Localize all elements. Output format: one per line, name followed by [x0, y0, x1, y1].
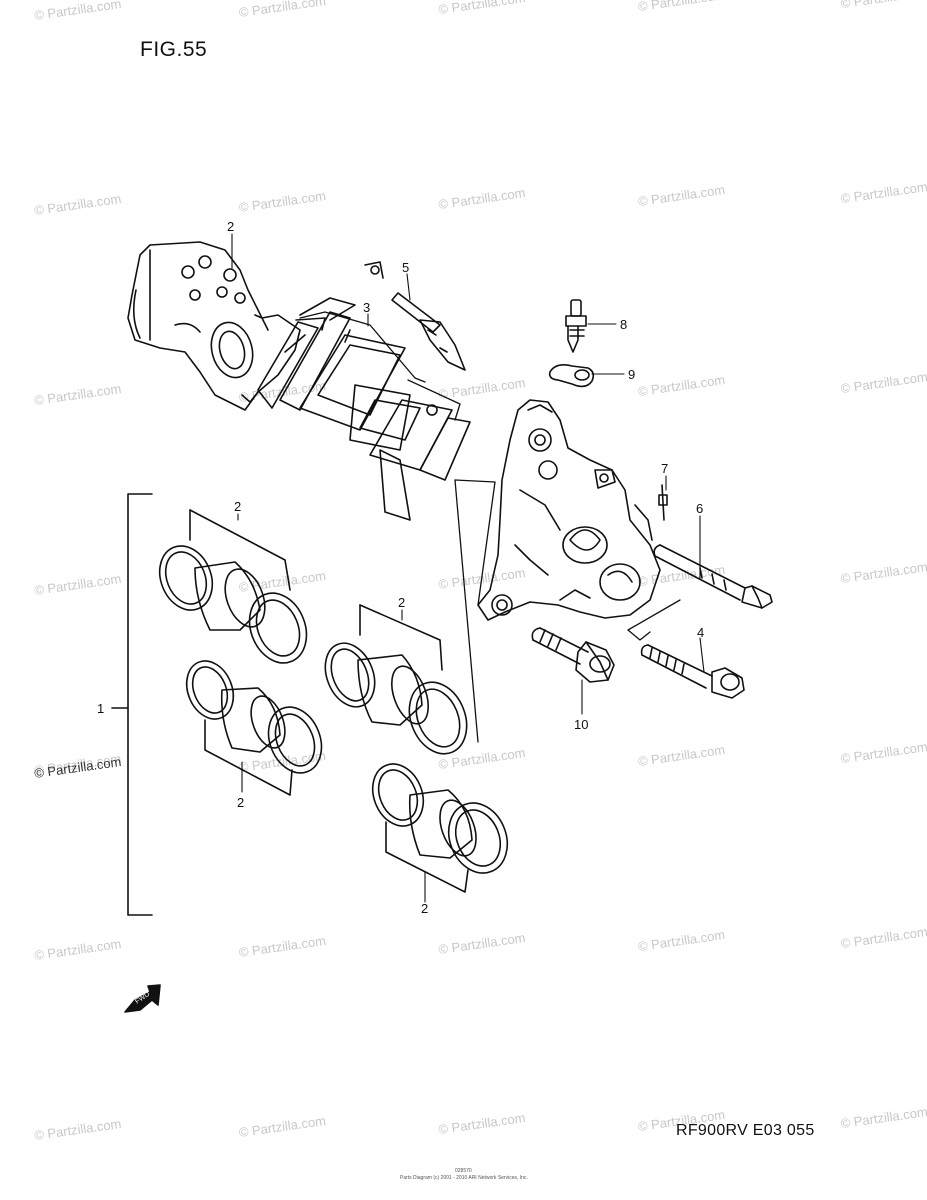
piston-group-4 — [371, 763, 509, 893]
callout-layer: 1 2 2 2 2 2 3 4 5 6 7 8 9 10 — [97, 219, 704, 916]
watermark-text: © Partzilla.com — [437, 375, 526, 402]
watermark-text: © Partzilla.com — [437, 0, 526, 17]
watermark-text: © Partzilla.com — [33, 0, 122, 23]
watermark-text: © Partzilla.com — [238, 0, 327, 20]
watermark-layer: © Partzilla.com © Partzilla.com © Partzill… — [33, 0, 927, 1143]
caliper-pin-small — [658, 484, 668, 521]
watermark-text: © Partzilla.com — [437, 930, 526, 957]
fwd-arrow: FWD — [124, 984, 161, 1013]
callout-label-2b: 2 — [234, 499, 241, 514]
callout-label-2a: 2 — [227, 219, 234, 234]
pad-bracket-lines — [299, 311, 461, 421]
watermark-text: © Partzilla.com — [637, 372, 726, 399]
assembly-bracket — [111, 493, 153, 916]
watermark-text: © Partzilla.com — [840, 924, 927, 951]
bleeder-cap — [548, 364, 595, 388]
watermark-text: © Partzilla.com — [840, 369, 927, 396]
watermark-text: © Partzilla.com — [33, 191, 122, 218]
watermark-text: © Partzilla.com — [840, 559, 927, 586]
leader-lines — [231, 233, 705, 903]
watermark-text: © Partzilla.com — [33, 571, 122, 598]
watermark-text: © Partzilla.com — [637, 742, 726, 769]
callout-label-5: 5 — [402, 260, 409, 275]
piston-group-2 — [324, 604, 468, 755]
caliper-half-right — [477, 399, 661, 621]
watermark-text: © Partzilla.com — [238, 1113, 327, 1140]
watermark-text: © Partzilla.com — [840, 179, 927, 206]
callout-label-6: 6 — [696, 501, 703, 516]
callout-label-7: 7 — [661, 461, 668, 476]
watermark-text: © Partzilla.com — [33, 381, 122, 408]
callout-label-4: 4 — [697, 625, 704, 640]
watermark-text: © Partzilla.com — [33, 936, 122, 963]
diagram-ref: 028570 — [455, 1168, 472, 1174]
watermark-text: © Partzilla.com — [637, 927, 726, 954]
callout-label-2d: 2 — [237, 795, 244, 810]
watermark-text: © Partzilla.com — [637, 182, 726, 209]
watermark-text: © Partzilla.com — [637, 0, 726, 14]
piston-group-1 — [158, 509, 308, 664]
callout-label-10: 10 — [574, 717, 588, 732]
copyright-fine-print: Parts Diagram (c) 2001 - 2010 ARI Networ… — [400, 1175, 528, 1181]
watermark-text: © Partzilla.com — [238, 188, 327, 215]
brake-pad-set — [257, 261, 471, 521]
callout-label-3: 3 — [363, 300, 370, 315]
watermark-text: © Partzilla.com — [437, 745, 526, 772]
caliper-bracket-lines — [454, 479, 681, 743]
figure-title: FIG.55 — [140, 38, 208, 61]
callout-label-2e: 2 — [421, 901, 428, 916]
callout-label-1: 1 — [97, 701, 104, 716]
bleeder-valve — [565, 299, 587, 353]
callout-label-9: 9 — [628, 367, 635, 382]
watermark-text: © Partzilla.com — [33, 1116, 122, 1143]
caliper-mounting-bolt — [640, 644, 745, 699]
watermark-text: © Partzilla.com — [437, 1110, 526, 1137]
flange-bolt — [531, 627, 615, 683]
pad-spring-plate — [391, 292, 466, 371]
diagram-code: RF900RV E03 055 — [676, 1122, 815, 1139]
watermark-text: © Partzilla.com — [437, 185, 526, 212]
callout-label-8: 8 — [620, 317, 627, 332]
callout-label-2c: 2 — [398, 595, 405, 610]
piston-group-3 — [185, 660, 323, 796]
watermark-text: © Partzilla.com — [238, 933, 327, 960]
caliper-half-left — [127, 241, 301, 411]
watermark-text: © Partzilla.com — [840, 0, 927, 11]
watermark-text: © Partzilla.com — [840, 1104, 927, 1131]
watermark-text: © Partzilla.com — [840, 739, 927, 766]
